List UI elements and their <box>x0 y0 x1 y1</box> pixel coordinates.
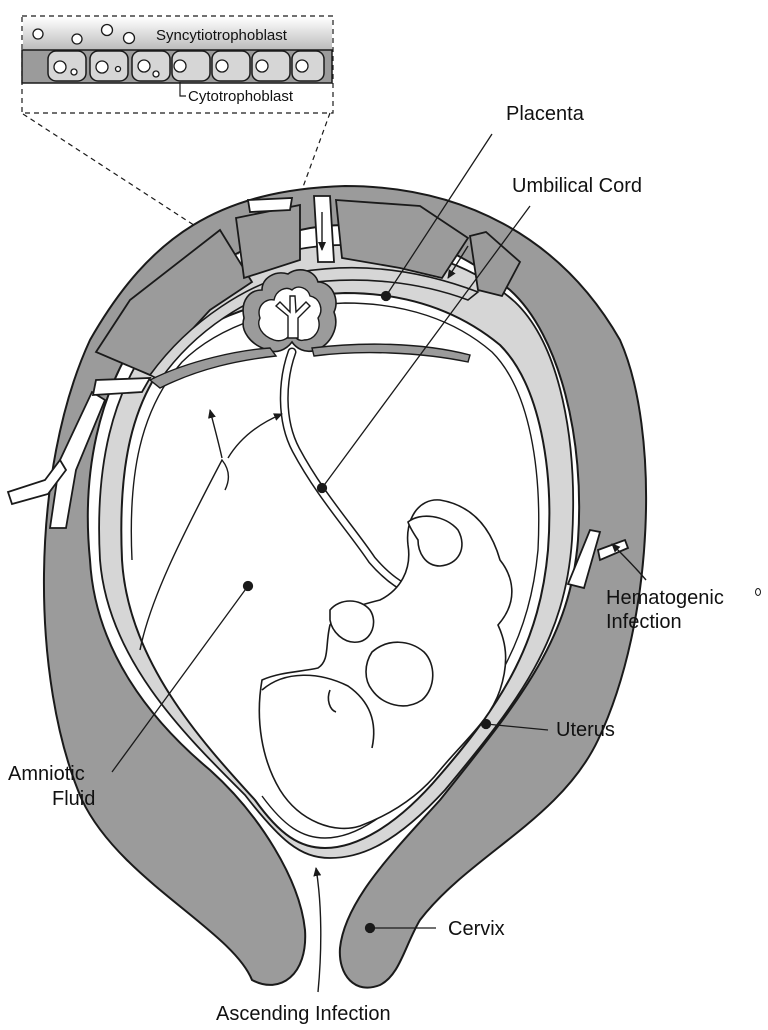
amniotic-label-line1: Amniotic <box>8 763 85 785</box>
arrow-ascending <box>316 868 321 992</box>
placenta-label: Placenta <box>506 103 585 125</box>
hematogenic-label-line2: Infection <box>606 611 682 633</box>
trophoblast-inset: Syncytiotrophoblast Cytotrophoblast <box>22 16 333 113</box>
amniotic-label-line2: Fluid <box>52 788 95 810</box>
umbilical-cord-label: Umbilical Cord <box>512 175 642 197</box>
ascending-infection-label: Ascending Infection <box>216 1003 391 1025</box>
cytotrophoblast-pointer <box>180 82 186 96</box>
cervix-label: Cervix <box>448 918 505 940</box>
stray-mark <box>756 589 761 596</box>
hematogenic-label-line1: Hematogenic <box>606 587 724 609</box>
uterus-label: Uterus <box>556 719 615 741</box>
syncytiotrophoblast-label: Syncytiotrophoblast <box>156 27 288 44</box>
cytotrophoblast-label: Cytotrophoblast <box>188 88 294 105</box>
